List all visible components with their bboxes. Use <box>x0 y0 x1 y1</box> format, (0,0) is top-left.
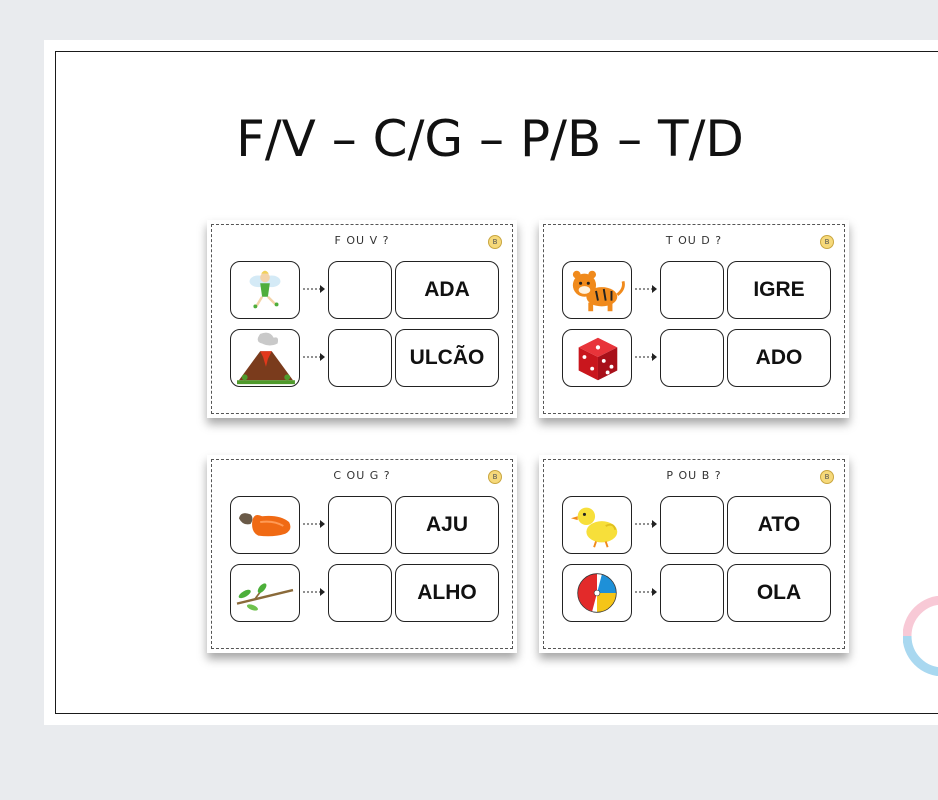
arrow-icon <box>303 285 325 293</box>
arrow-icon <box>303 588 325 596</box>
page-title: F/V – C/G – P/B – T/D <box>236 110 744 168</box>
word-box: OLA <box>727 564 831 622</box>
dice-icon <box>562 329 632 387</box>
card-p-or-b: P OU B ? B ATO <box>539 455 849 653</box>
exercise-row: OLA <box>562 564 838 624</box>
brand-logo-icon: B <box>488 235 502 249</box>
volcano-icon <box>230 329 300 387</box>
brand-logo-icon: B <box>820 470 834 484</box>
card-question: P OU B ? <box>666 469 722 482</box>
answer-box[interactable] <box>328 496 392 554</box>
card-dashed-border: P OU B ? B ATO <box>543 459 845 649</box>
card-question: F OU V ? <box>334 234 390 247</box>
answer-box[interactable] <box>660 261 724 319</box>
answer-box[interactable] <box>660 564 724 622</box>
beach-ball-icon <box>562 564 632 622</box>
page-border <box>55 51 938 714</box>
word-box: ADO <box>727 329 831 387</box>
duckling-icon <box>562 496 632 554</box>
exercise-row: ADA <box>230 261 506 321</box>
card-dashed-border: F OU V ? B ADA <box>211 224 513 414</box>
card-question: T OU D ? <box>665 234 723 247</box>
exercise-row: IGRE <box>562 261 838 321</box>
word-box: ALHO <box>395 564 499 622</box>
arrow-icon <box>635 285 657 293</box>
word-box: ATO <box>727 496 831 554</box>
exercise-row: ULCÃO <box>230 329 506 389</box>
exercise-row: ATO <box>562 496 838 556</box>
arrow-icon <box>635 520 657 528</box>
arrow-icon <box>303 353 325 361</box>
word-box: IGRE <box>727 261 831 319</box>
word-box: ADA <box>395 261 499 319</box>
exercise-row: ALHO <box>230 564 506 624</box>
brand-logo-icon: B <box>820 235 834 249</box>
word-box: ULCÃO <box>395 329 499 387</box>
arrow-icon <box>635 588 657 596</box>
brand-logo-icon: B <box>488 470 502 484</box>
answer-box[interactable] <box>328 261 392 319</box>
card-dashed-border: T OU D ? B <box>543 224 845 414</box>
card-f-or-v: F OU V ? B ADA <box>207 220 517 418</box>
answer-box[interactable] <box>328 329 392 387</box>
card-c-or-g: C OU G ? B AJU <box>207 455 517 653</box>
exercise-row: AJU <box>230 496 506 556</box>
word-box: AJU <box>395 496 499 554</box>
cashew-icon <box>230 496 300 554</box>
exercise-row: ADO <box>562 329 838 389</box>
card-dashed-border: C OU G ? B AJU <box>211 459 513 649</box>
answer-box[interactable] <box>660 496 724 554</box>
tiger-icon <box>562 261 632 319</box>
card-t-or-d: T OU D ? B <box>539 220 849 418</box>
fairy-icon <box>230 261 300 319</box>
card-question: C OU G ? <box>333 469 391 482</box>
watermark-logo-icon <box>903 596 938 676</box>
twig-icon <box>230 564 300 622</box>
arrow-icon <box>635 353 657 361</box>
answer-box[interactable] <box>660 329 724 387</box>
answer-box[interactable] <box>328 564 392 622</box>
arrow-icon <box>303 520 325 528</box>
